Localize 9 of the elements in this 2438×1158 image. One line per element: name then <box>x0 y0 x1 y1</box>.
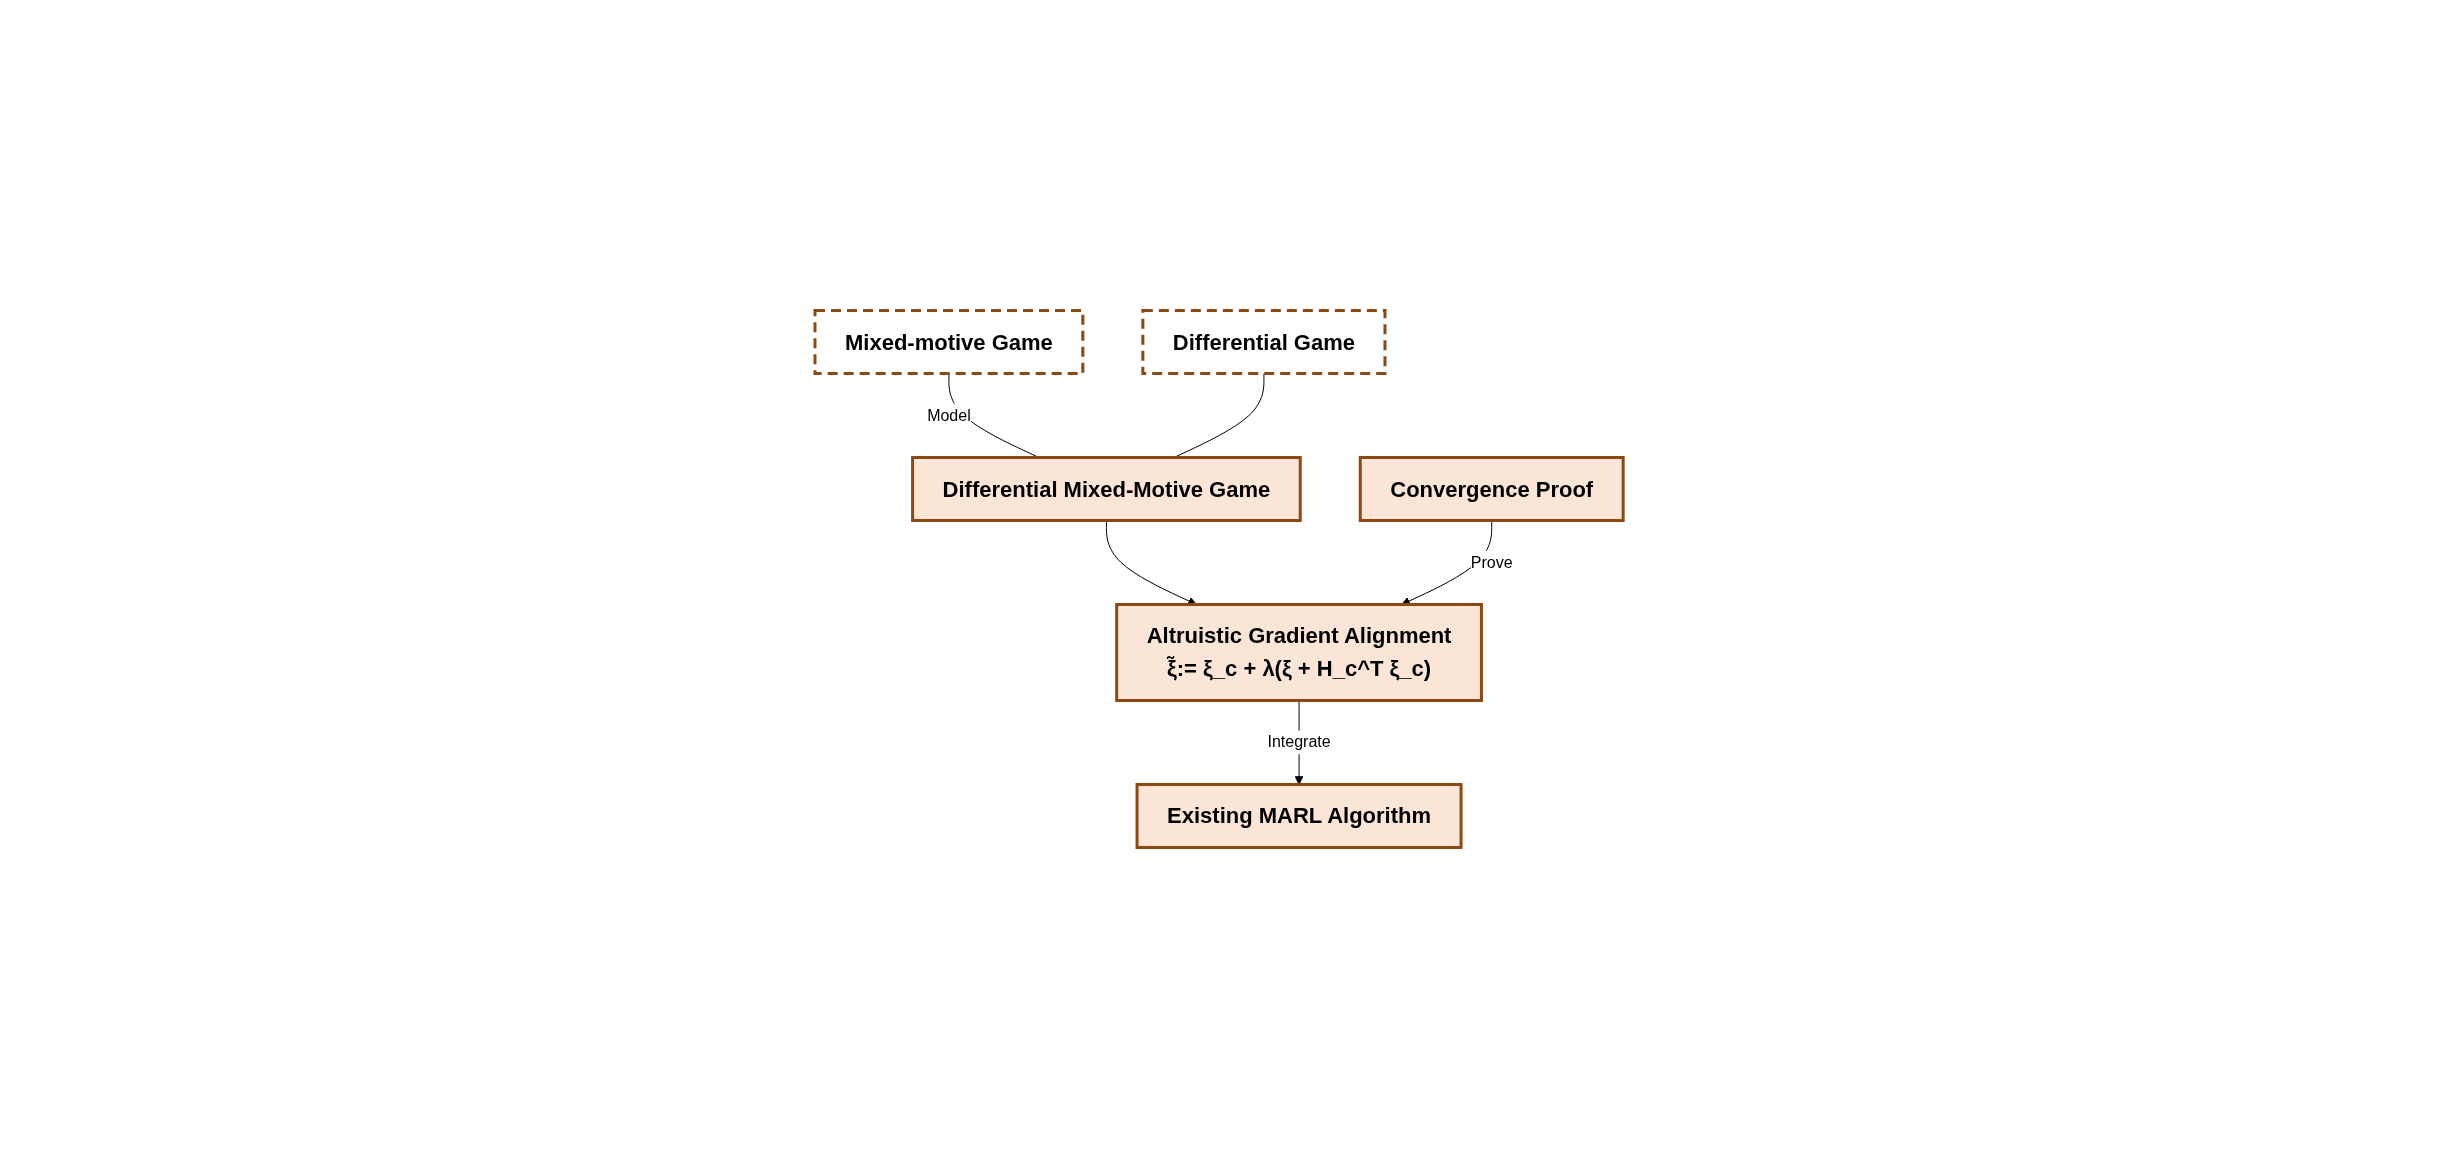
node-box: Mixed-motive Game <box>813 309 1085 375</box>
node-box: Differential Game <box>1141 309 1387 375</box>
node-box: Existing MARL Algorithm <box>1135 783 1463 849</box>
node-box: Altruistic Gradient Alignment ξ̃:= ξ_c + λ(ξ + H_c^T ξ_c) <box>1115 603 1483 702</box>
node-box: Differential Mixed-Motive Game <box>911 456 1302 522</box>
edge-label: Prove <box>1470 553 1513 571</box>
edge-label: Model <box>927 406 971 424</box>
node-box: Convergence Proof <box>1358 456 1625 522</box>
edge-label: Integrate <box>1267 733 1331 751</box>
